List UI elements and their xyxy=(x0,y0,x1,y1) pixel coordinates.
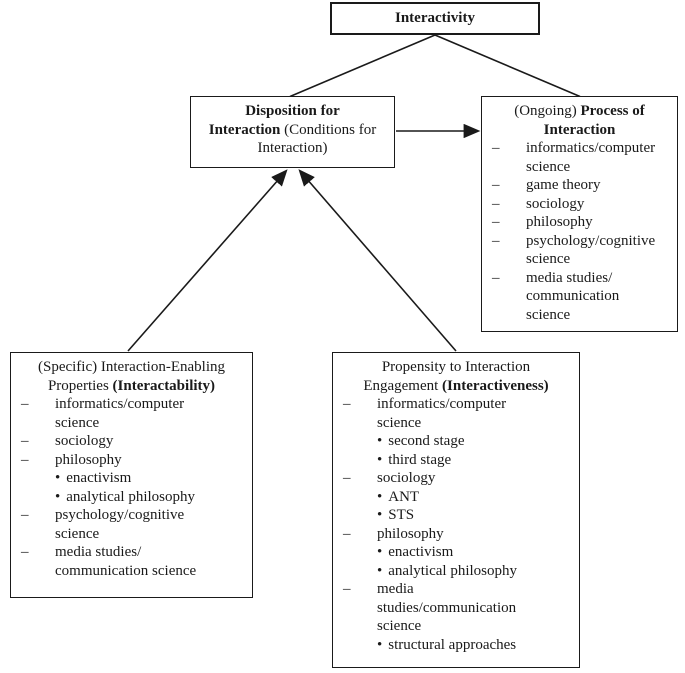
bullet-marker: • xyxy=(377,544,383,560)
list-item-text: philosophy xyxy=(526,214,593,230)
node-title: Disposition for Interaction (Conditions … xyxy=(191,97,394,158)
bullet-marker: • xyxy=(377,451,383,468)
title-text-bold: (Interactability) xyxy=(112,377,216,394)
list-item-text: media studies/ communication science xyxy=(526,269,620,323)
dash-marker: – xyxy=(492,214,500,230)
title-text: (Ongoing) xyxy=(514,103,581,119)
sub-bullet-item: • enactivism xyxy=(339,543,573,562)
list-item: – informatics/computer science xyxy=(17,395,246,432)
list-item-text: STS xyxy=(388,507,415,523)
list-item-text: informatics/computer science xyxy=(377,396,507,431)
bullet-marker: • xyxy=(377,636,383,653)
sub-bullet-item: • ANT xyxy=(339,488,573,507)
list-item: – informatics/computer science xyxy=(488,139,671,176)
edge-interactivity-process xyxy=(434,34,581,98)
list-item-text: sociology xyxy=(377,470,436,486)
list-item-text: informatics/computer science xyxy=(526,140,656,175)
sub-bullet-item: • STS xyxy=(339,506,573,525)
edge-interactability-to-disposition-arrow xyxy=(127,169,288,352)
list-item-text: philosophy xyxy=(377,525,444,542)
node-title: Interactivity xyxy=(395,9,475,28)
sub-bullet-item: • third stage xyxy=(339,451,573,470)
list-item: – philosophy xyxy=(488,213,671,232)
dash-marker: – xyxy=(343,581,351,597)
list-item-text: analytical philosophy xyxy=(66,488,195,505)
title-text-bold: Process of Interaction xyxy=(543,103,645,138)
list-item: – game theory xyxy=(488,176,671,195)
list-item-text: third stage xyxy=(388,451,452,468)
node-interactiveness: Propensity to Interaction Engagement (In… xyxy=(332,352,580,668)
bullet-marker: • xyxy=(55,470,61,486)
list-item-text: psychology/cognitive science xyxy=(526,232,656,268)
list-item: – sociology xyxy=(488,195,671,214)
dash-marker: – xyxy=(343,525,351,542)
title-text: Propensity to Interaction Engagement xyxy=(363,359,531,394)
sub-bullet-item: • enactivism xyxy=(17,469,246,488)
dash-marker: – xyxy=(492,140,500,156)
node-interactability: (Specific) Interaction-Enabling Properti… xyxy=(10,352,253,598)
edge-interactiveness-to-disposition-arrow xyxy=(298,169,457,352)
list-item-text: second stage xyxy=(388,433,465,449)
dash-marker: – xyxy=(492,177,500,193)
sub-bullet-item: • analytical philosophy xyxy=(339,562,573,581)
node-interactivity: Interactivity xyxy=(330,2,540,35)
list-item: – sociology xyxy=(339,469,573,488)
list-item-text: media studies/ communication science xyxy=(55,544,197,579)
dash-marker: – xyxy=(21,451,29,468)
list-item-text: informatics/computer science xyxy=(55,396,185,431)
node-title: (Specific) Interaction-Enabling Properti… xyxy=(11,353,252,395)
bullet-marker: • xyxy=(55,488,61,505)
dash-marker: – xyxy=(21,433,29,449)
node-title: Propensity to Interaction Engagement (In… xyxy=(333,353,579,395)
list-item: – media studies/communication science xyxy=(339,580,573,636)
list-item-text: psychology/cognitive science xyxy=(55,507,185,542)
dash-marker: – xyxy=(343,470,351,486)
dash-marker: – xyxy=(492,269,500,286)
title-text-bold: (Interactiveness) xyxy=(442,377,549,394)
list-item: – media studies/ communication science xyxy=(488,269,671,325)
dash-marker: – xyxy=(21,396,29,412)
list-item-text: media studies/communication science xyxy=(377,581,517,634)
title-text-bold: Interactivity xyxy=(395,10,475,27)
sub-bullet-item: • analytical philosophy xyxy=(17,488,246,507)
dash-marker: – xyxy=(21,544,29,560)
sub-bullet-item: • structural approaches xyxy=(339,636,573,655)
list-item: – media studies/ communication science xyxy=(17,543,246,580)
node-title: (Ongoing) Process of Interaction xyxy=(482,97,677,139)
list-item: – philosophy xyxy=(17,451,246,470)
sub-bullet-item: • second stage xyxy=(339,432,573,451)
dash-marker: – xyxy=(343,396,351,412)
bullet-marker: • xyxy=(377,562,383,579)
edge-interactivity-disposition xyxy=(289,34,436,98)
dash-marker: – xyxy=(21,507,29,523)
list-item: – philosophy xyxy=(339,525,573,544)
list-item: – psychology/cognitive science xyxy=(488,232,671,269)
discipline-list: –informatics/computer science–sociology–… xyxy=(11,395,252,580)
discipline-list: – informatics/computer science • second sta… xyxy=(333,395,579,654)
list-item-text: sociology xyxy=(526,195,585,212)
discipline-list: – informatics/computer science – game theor… xyxy=(482,139,677,324)
node-process-of-interaction: (Ongoing) Process of Interaction – inform… xyxy=(481,96,678,332)
list-item-text: structural approaches xyxy=(388,636,517,653)
list-item-text: analytical philosophy xyxy=(388,562,517,579)
bullet-marker: • xyxy=(377,488,383,505)
list-item: – psychology/cognitive science xyxy=(17,506,246,543)
bullet-marker: • xyxy=(377,433,383,449)
list-item-text: sociology xyxy=(55,433,114,449)
list-item-text: enactivism xyxy=(66,470,132,486)
list-item-text: ANT xyxy=(388,488,420,505)
title-text: (Specific) Interaction-Enabling Properti… xyxy=(37,359,225,394)
list-item-text: philosophy xyxy=(55,451,122,468)
list-item-text: game theory xyxy=(526,177,601,193)
list-item: – sociology xyxy=(17,432,246,451)
node-disposition-for-interaction: Disposition for Interaction (Conditions … xyxy=(190,96,395,168)
list-item-text: enactivism xyxy=(388,544,454,560)
bullet-marker: • xyxy=(377,507,383,523)
dash-marker: – xyxy=(492,232,500,249)
title-text-bold: Disposition for Interaction xyxy=(208,103,340,138)
title-text: (Conditions for Interaction) xyxy=(257,121,377,157)
dash-marker: – xyxy=(492,195,500,212)
list-item: – informatics/computer science xyxy=(339,395,573,432)
